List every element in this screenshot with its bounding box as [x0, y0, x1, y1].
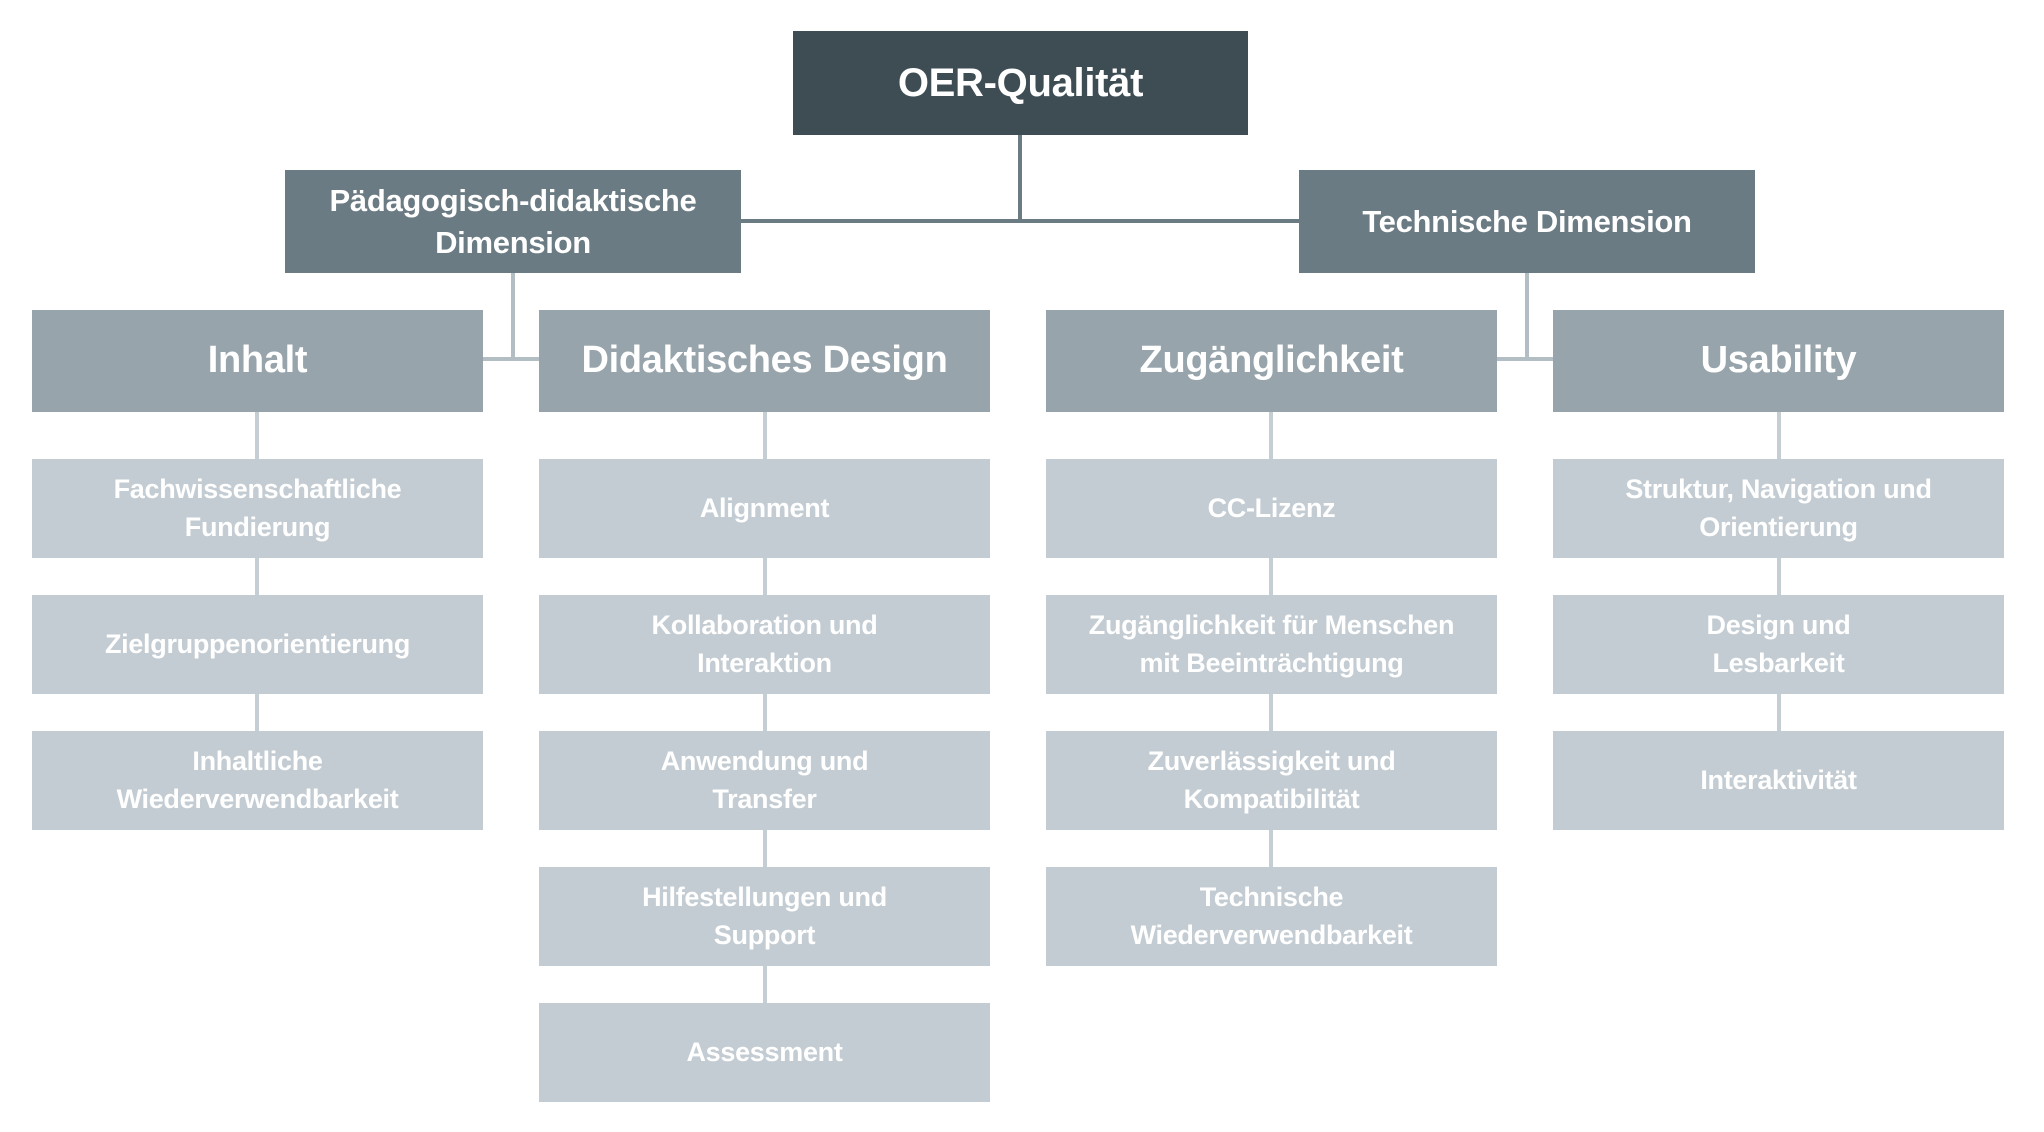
connector-line — [741, 219, 1299, 223]
connector-line — [1018, 135, 1022, 223]
item-node: Zielgruppenorientierung — [32, 595, 483, 694]
connector-line — [1269, 830, 1273, 867]
category-node-usability: Usability — [1553, 310, 2004, 412]
category-node-zugaenglichkeit: Zugänglichkeit — [1046, 310, 1497, 412]
connector-line — [255, 694, 259, 731]
connector-line — [1269, 412, 1273, 459]
dimension-node-paedagogisch-didaktisch: Pädagogisch-didaktische Dimension — [285, 170, 741, 273]
item-node: CC-Lizenz — [1046, 459, 1497, 558]
connector-line — [1497, 357, 1553, 361]
item-node: Inhaltliche Wiederverwendbarkeit — [32, 731, 483, 830]
item-node: Design und Lesbarkeit — [1553, 595, 2004, 694]
connector-line — [483, 357, 539, 361]
connector-line — [1777, 558, 1781, 595]
connector-line — [1777, 694, 1781, 731]
item-node: Alignment — [539, 459, 990, 558]
connector-line — [1269, 694, 1273, 731]
connector-line — [763, 966, 767, 1003]
connector-line — [1777, 412, 1781, 459]
item-node: Fachwissenschaftliche Fundierung — [32, 459, 483, 558]
connector-line — [1525, 273, 1529, 361]
connector-line — [763, 694, 767, 731]
connector-line — [511, 273, 515, 361]
root-node-oer-qualitaet: OER-Qualität — [793, 31, 1248, 135]
item-node: Technische Wiederverwendbarkeit — [1046, 867, 1497, 966]
connector-line — [1269, 558, 1273, 595]
item-node: Anwendung und Transfer — [539, 731, 990, 830]
connector-line — [763, 412, 767, 459]
item-node: Zuverlässigkeit und Kompatibilität — [1046, 731, 1497, 830]
item-node: Hilfestellungen und Support — [539, 867, 990, 966]
category-node-inhalt: Inhalt — [32, 310, 483, 412]
connector-line — [255, 558, 259, 595]
item-node: Zugänglichkeit für Menschen mit Beeinträ… — [1046, 595, 1497, 694]
connector-line — [255, 412, 259, 459]
item-node: Assessment — [539, 1003, 990, 1102]
connector-line — [763, 830, 767, 867]
connector-line — [763, 558, 767, 595]
item-node: Kollaboration und Interaktion — [539, 595, 990, 694]
item-node: Interaktivität — [1553, 731, 2004, 830]
dimension-node-technisch: Technische Dimension — [1299, 170, 1755, 273]
category-node-didaktisches-design: Didaktisches Design — [539, 310, 990, 412]
item-node: Struktur, Navigation und Orientierung — [1553, 459, 2004, 558]
